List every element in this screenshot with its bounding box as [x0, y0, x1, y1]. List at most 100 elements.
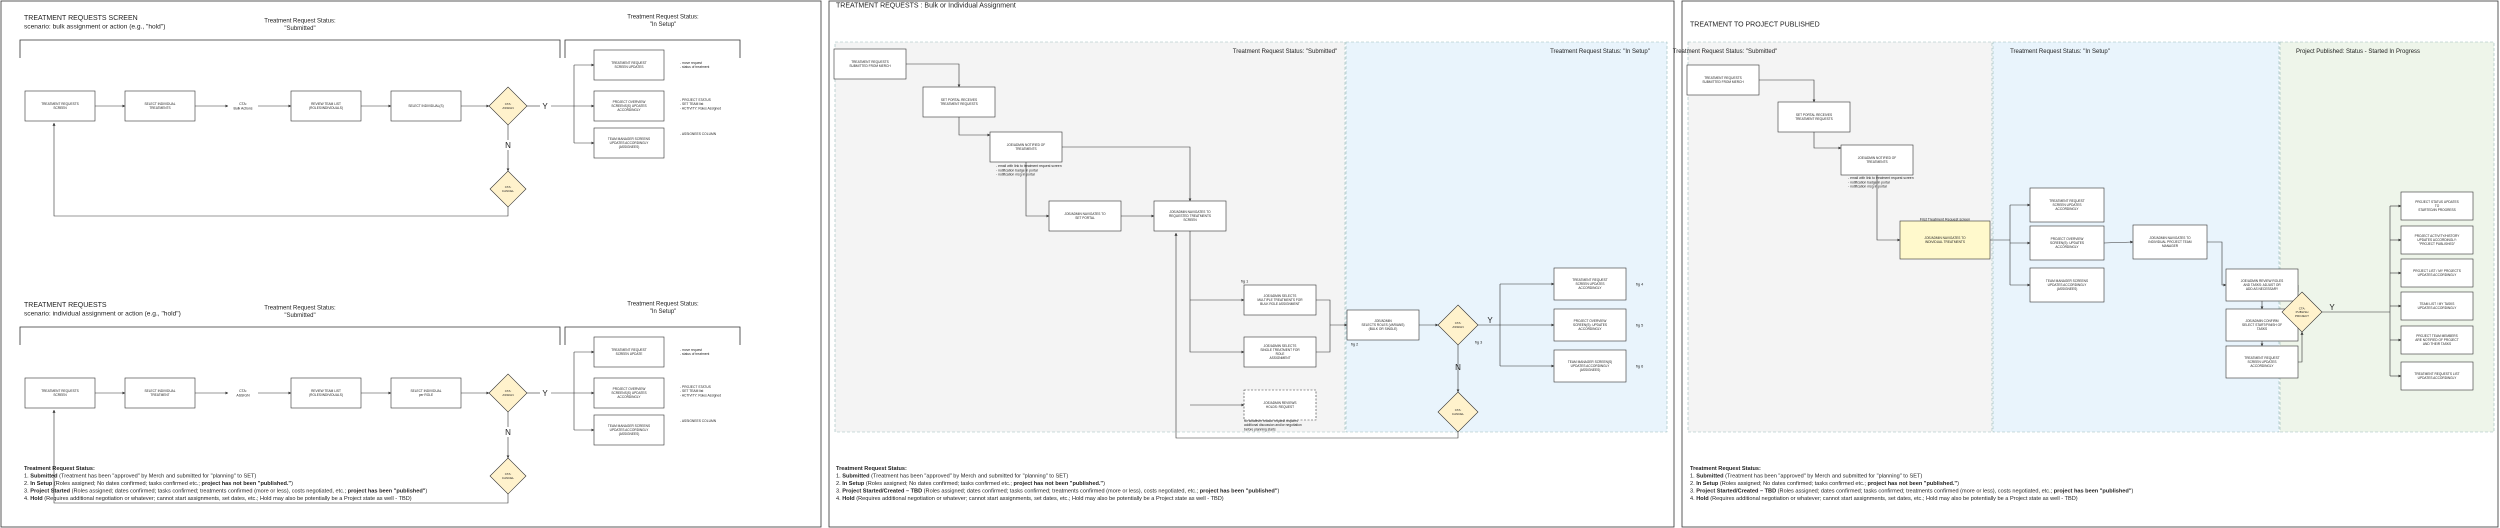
legend-span: project has not been "published." [1868, 481, 1958, 487]
process-box [1048, 200, 1122, 232]
process-box-label: SUBMITTED FROM MERCH [1702, 80, 1744, 84]
note-text: - move request [680, 348, 702, 352]
status-in-setup-label: "In Setup" [650, 22, 677, 28]
process-box-label: BULK ROLE ASSIGNMENT [1260, 302, 1300, 306]
process-box [2132, 224, 2208, 260]
output-box-label: TREATMENT REQUEST [1572, 278, 1608, 282]
lane-submitted [834, 41, 1346, 433]
process-box-label: JOE/ADMIN REVIEWS [1264, 401, 1297, 405]
process-box [2225, 268, 2299, 302]
legend-span: Project Started [30, 489, 70, 495]
connector [2207, 241, 2227, 287]
scenario-subtitle: scenario: individual assignment or actio… [24, 311, 181, 318]
legend-span: project has been "published" [348, 489, 426, 495]
select-individual-box-label: SELECT INDIVIDUAL [410, 389, 441, 393]
process-box-label: TREATMENT REQUESTS [1795, 117, 1833, 121]
note-text: - move request [680, 61, 702, 65]
process-box [1153, 200, 1227, 232]
output-box-label: SCREEN UPDATES [1576, 282, 1605, 286]
output-box-label: UPDATES ACCORDINGLY [1571, 364, 1611, 368]
output-box [2400, 361, 2474, 391]
output-box-label: UPDATES ACCORDINGLY [2418, 376, 2458, 380]
process-box [989, 131, 1063, 163]
legend-heading: Treatment Request Status: [1690, 466, 1761, 472]
scenario-subtitle: scenario: bulk assignment or action (e.g… [24, 24, 165, 31]
output-box-label: SCREEN UPDATES [2248, 360, 2277, 364]
process-box-label: JOE/ADMIN NAVIGATES TO [1169, 210, 1211, 214]
legend-span: (Requires additional negotiation or what… [43, 496, 412, 502]
scenario-title: TREATMENT REQUESTS SCREEN [24, 15, 138, 22]
cta-label: CTA: [239, 102, 247, 106]
process-box [1686, 64, 1760, 96]
status-submitted-label: "Submitted" [284, 26, 315, 32]
process-box [1899, 220, 1991, 260]
output-box-label: ACCORDINGLY [1578, 286, 1602, 290]
output-box-label: PROJECT ACTIVITY/HISTORY [2415, 234, 2461, 238]
output-box [593, 90, 665, 122]
legend-span: project has been "published" [2054, 489, 2132, 495]
output-box [593, 377, 665, 409]
legend-heading: Treatment Request Status: [836, 466, 907, 472]
legend-span: ) [425, 489, 427, 495]
legend-item: 4. Hold (Requires additional negotiation… [24, 496, 412, 502]
output-box-label: SCREEN(S): UPDATES [1573, 323, 1607, 327]
process-box-label: TREATMENTS [1015, 147, 1036, 151]
legend-item: 1. Submitted (Treatment has been "approv… [24, 474, 256, 480]
legend-span: ) [2132, 489, 2134, 495]
select-box [124, 90, 196, 122]
connector [52, 122, 509, 217]
process-box [1840, 144, 1914, 176]
select-box-label: SELECT INDIVIDUAL [144, 389, 175, 393]
legend-span: Submitted [1696, 474, 1724, 480]
select-individual-box-label: per ROLE [419, 393, 433, 397]
note-text: - ASSIGNEES COLUMN [680, 132, 717, 136]
note-text: - status of treatment [680, 65, 709, 69]
legend-span: Project Started/Created – TBD [842, 489, 922, 495]
connector [1189, 231, 1245, 354]
output-box-label: PROJECT STATUS UPDATES [2415, 200, 2459, 204]
process-box-label: JOE/ADMIN [1374, 319, 1392, 323]
connector [1876, 175, 1901, 242]
output-box-label: PROJECT LIST / MY PROJECTS [2413, 269, 2461, 273]
connector [52, 409, 509, 504]
legend-span: 2. [1690, 481, 1696, 487]
note-text: - SET TEAM list [680, 102, 703, 106]
yes-label: Y [542, 102, 548, 111]
process-box [1243, 389, 1317, 421]
note-text: - email with link to treatment request s… [996, 164, 1062, 168]
output-box [2400, 258, 2474, 288]
legend-span: (Treatment has been "approved" by Merch … [58, 474, 257, 480]
legend-span: 1. [836, 474, 842, 480]
screen-box-label: SCREEN [53, 106, 67, 110]
publish-diamond-label: PUBLISH [2296, 310, 2309, 314]
cancel-diamond-label: CTA: [505, 472, 512, 476]
legend-item: 3. Project Started/Created – TBD (Roles … [1690, 489, 2134, 495]
process-box-label: SCREEN [1183, 218, 1197, 222]
output-box-label: PROJECT OVERVIEW [613, 387, 646, 391]
output-box [2225, 345, 2299, 379]
process-box-label: (BULK OR SINGLE) [1369, 327, 1398, 331]
scenario-title: TREATMENT REQUESTS [24, 302, 107, 309]
output-box-label: UPDATES ACCORDINGLY [2418, 306, 2458, 310]
legend-span: 3. [1690, 489, 1696, 495]
note-text: - PROJECT STATUS [680, 98, 712, 102]
fig-tag: fig 4 [1636, 282, 1643, 286]
yes-label: Y [542, 389, 548, 398]
process-box-label: SINGLE TREATMENT FOR [1260, 348, 1300, 352]
output-box [593, 127, 665, 159]
no-label: N [505, 428, 511, 437]
assign-diamond [488, 86, 528, 126]
lane-label: Treatment Request Status: "In Setup" [2010, 49, 2110, 55]
output-box-label: (ASSIGNEES) [619, 145, 640, 149]
output-box-label: SCREEN(S): UPDATES [2050, 241, 2084, 245]
note-text: - status of treatment [680, 352, 709, 356]
legend-span: 1. [1690, 474, 1696, 480]
process-box-label: SUBMITTED FROM MERCH [849, 64, 891, 68]
screen-box-label: SCREEN [53, 393, 67, 397]
output-box-label: ACCORDINGLY [617, 395, 641, 399]
legend-item: 2. In Setup (Roles assigned; No dates co… [1690, 481, 1959, 487]
cta-label: ASSIGN [236, 393, 250, 397]
status-submitted-label: Treatment Request Status: [264, 18, 336, 24]
legend-span: (Roles assigned; No dates confirmed; tas… [52, 481, 201, 487]
